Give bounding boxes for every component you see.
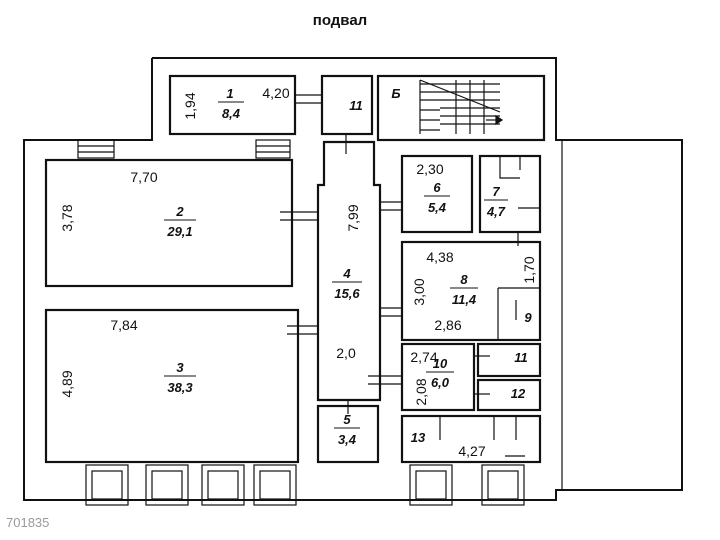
plan-title: подвал: [312, 12, 368, 29]
room-2-area: 29,1: [166, 224, 192, 239]
dim-room2-width: 7,70: [130, 169, 157, 185]
room-6-area: 5,4: [428, 200, 447, 215]
room-5-number: 5: [343, 412, 351, 427]
room-6: [400, 154, 474, 234]
staircase: [419, 79, 504, 134]
room-11-small: [476, 342, 542, 378]
room-4-area: 15,6: [334, 286, 360, 301]
outer-walls: [23, 57, 683, 501]
room-10-area: 6,0: [431, 375, 450, 390]
room-1-number: 1: [226, 86, 233, 101]
doors: [280, 94, 540, 457]
dim-room10-height: 2,08: [413, 378, 429, 405]
room-4: [316, 140, 382, 402]
dim-room8-width: 4,38: [426, 249, 453, 265]
dim-room1-height: 1,94: [182, 92, 198, 119]
dim-room4-width: 2,0: [336, 345, 356, 361]
dim-room13-width: 4,27: [458, 443, 485, 459]
stairwell-label: Б: [391, 86, 400, 101]
room-labels: 1 8,4 2 29,1 3 38,3 4 15,6 5 3,4 6 5,4 7…: [164, 86, 532, 447]
dim-room3-width: 7,84: [110, 317, 137, 333]
room-11-top: [320, 74, 374, 136]
dim-room10-width: 2,74: [410, 349, 437, 365]
dim-room9-height: 1,70: [521, 256, 537, 283]
window-wells: [77, 139, 525, 506]
room-12-label: 12: [511, 386, 526, 401]
dim-room4-height: 7,99: [345, 204, 361, 231]
room-5-area: 3,4: [338, 432, 357, 447]
dim-room8-width2: 2,86: [434, 317, 461, 333]
room-2: [44, 158, 294, 288]
room-3-area: 38,3: [167, 380, 193, 395]
dim-room1-width: 4,20: [262, 85, 289, 101]
room-8: [400, 240, 542, 342]
room-13: [400, 414, 542, 464]
room-8-number: 8: [460, 272, 468, 287]
room-1: [168, 74, 297, 136]
room-7-area: 4,7: [486, 204, 506, 219]
room-12: [476, 378, 542, 412]
dimension-labels: 1,94 4,20 7,70 3,78 7,84 4,89 7,99 2,0 2…: [59, 85, 537, 459]
room-13-label: 13: [411, 430, 426, 445]
dim-room2-height: 3,78: [59, 204, 75, 231]
dim-room3-height: 4,89: [59, 370, 75, 397]
room-7: [478, 154, 542, 234]
room-9-label: 9: [524, 310, 532, 325]
room-7-number: 7: [492, 184, 500, 199]
room-1-area: 8,4: [222, 106, 241, 121]
room-2-number: 2: [175, 204, 184, 219]
watermark-id: 701835: [6, 515, 50, 530]
dim-room6-width: 2,30: [416, 161, 443, 177]
room-3: [44, 308, 300, 464]
room-8-area: 11,4: [452, 292, 477, 307]
room-10-number: 10: [433, 356, 448, 371]
rooms: [44, 74, 546, 464]
dim-room8-height: 3,00: [411, 278, 427, 305]
room-10: [400, 342, 476, 412]
room-11-top-label: 11: [349, 98, 363, 113]
room-4-number: 4: [342, 266, 351, 281]
room-11-small-label: 11: [514, 350, 528, 365]
partitions: [439, 156, 540, 440]
room-3-number: 3: [176, 360, 184, 375]
room-6-number: 6: [433, 180, 441, 195]
